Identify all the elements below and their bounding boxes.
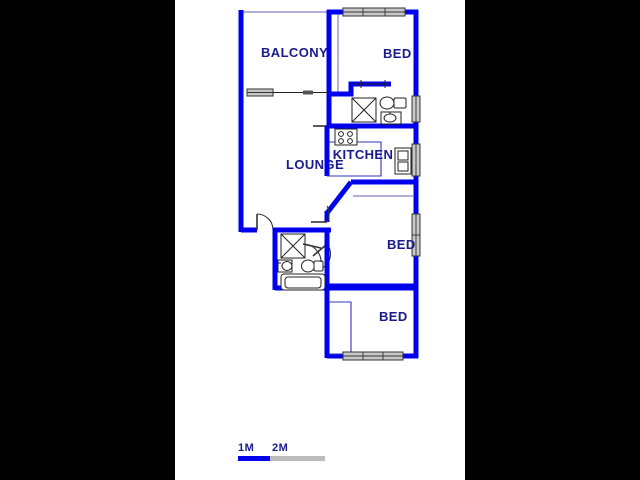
scale-bar: 1M 2M	[238, 442, 325, 461]
sink-kitchen	[394, 147, 412, 175]
toilet-ensuite	[379, 96, 407, 110]
window-bed-top	[342, 7, 406, 17]
window-bed-bottom	[342, 351, 404, 361]
room-bathroom	[272, 227, 331, 291]
door-bed-middle[interactable]	[311, 205, 330, 223]
scale-label-1m: 1M	[238, 442, 254, 454]
scale-bar-segment-second	[270, 456, 325, 461]
scale-bar-segment-first	[238, 456, 270, 461]
floor-plan-canvas: BALCONY B	[175, 0, 465, 480]
door-bathroom-inner[interactable]	[302, 243, 322, 263]
room-balcony: BALCONY	[238, 10, 339, 94]
room-label-kitchen: KITCHEN	[333, 147, 394, 162]
window-ensuite-right	[411, 95, 421, 123]
door-lounge-hall[interactable]	[313, 111, 330, 127]
room-ensuite	[326, 80, 421, 129]
window-ensuite-top	[353, 80, 389, 88]
floor-plan-drawing: BALCONY B	[238, 7, 421, 461]
room-bed-bottom: BED	[324, 285, 419, 361]
scale-label-2m: 2M	[272, 442, 288, 454]
shower-bathroom	[280, 233, 306, 259]
shower-ensuite	[351, 97, 377, 123]
room-bed-top: BED	[326, 7, 419, 97]
room-bed-middle: BED	[324, 179, 421, 289]
bath-bathroom	[280, 273, 326, 291]
window-bed-middle-right	[411, 213, 421, 257]
toilet-bathroom	[301, 259, 324, 273]
stove-kitchen	[334, 128, 358, 146]
bed-middle-angled-wall	[325, 180, 353, 215]
window-kitchen-right	[411, 143, 421, 177]
door-entry-lounge[interactable]	[256, 213, 274, 231]
basin-ensuite	[380, 111, 402, 125]
bed-bottom-closet	[329, 301, 352, 355]
room-kitchen: KITCHEN	[324, 126, 421, 182]
room-label-bed-top: BED	[383, 46, 412, 61]
room-label-bed-middle: BED	[387, 237, 416, 252]
basin-bathroom	[277, 259, 293, 273]
sliding-door-balcony[interactable]	[246, 88, 327, 97]
room-label-balcony: BALCONY	[261, 45, 328, 60]
room-label-bed-bottom: BED	[379, 309, 408, 324]
